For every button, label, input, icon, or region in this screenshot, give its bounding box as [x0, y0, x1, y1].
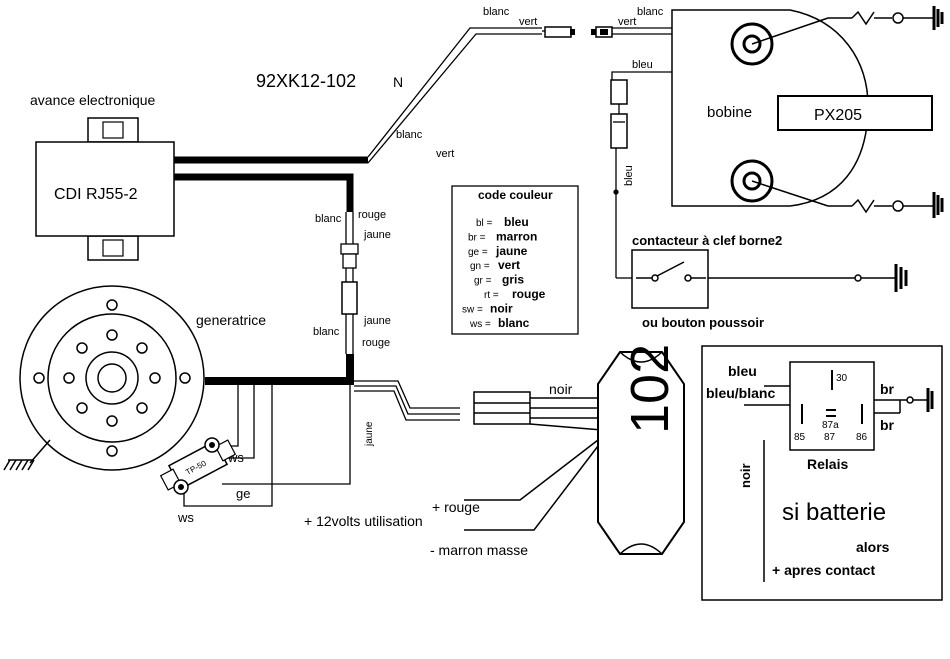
- wire-label-blanc-2: blanc: [637, 6, 664, 18]
- generator: [19, 285, 205, 471]
- legend-code-0: bl =: [476, 218, 493, 229]
- relay-box: [701, 345, 943, 601]
- relay-wire-br-1: br: [880, 381, 895, 397]
- wire-label-ws-2: ws: [177, 510, 194, 525]
- wire-label-jaune-1: jaune: [363, 229, 391, 241]
- cdi-generator-link: [340, 212, 359, 354]
- connector-pair-top: [544, 26, 613, 38]
- relay-wire-bleu: bleu: [728, 363, 757, 379]
- spark-plug-bottom: [828, 192, 944, 218]
- wire-label-rouge-1: rouge: [358, 209, 386, 221]
- output-ground: - marron masse: [430, 542, 528, 558]
- coil-feed-wires: [367, 27, 672, 164]
- legend-name-5: rouge: [512, 287, 546, 301]
- regulator-label: 102: [620, 344, 680, 434]
- spark-plug-top: [828, 6, 944, 30]
- legend-code-1: br =: [468, 232, 486, 243]
- generator-ground-icon: [3, 459, 35, 471]
- relay-pin-30: 30: [836, 373, 848, 384]
- cdi-name: CDI RJ55-2: [54, 186, 138, 203]
- push-button-label: ou bouton poussoir: [642, 315, 764, 330]
- wire-label-blanc-4: blanc: [315, 213, 342, 225]
- legend-code-7: ws =: [469, 319, 491, 330]
- legend-name-1: marron: [496, 229, 537, 243]
- diagram-reference-suffix: N: [393, 74, 403, 90]
- legend-name-2: jaune: [495, 244, 528, 258]
- generator-label: generatrice: [196, 312, 266, 328]
- relay-wire-noir: noir: [738, 463, 753, 488]
- legend-title: code couleur: [478, 188, 553, 202]
- relay-wire-br-2: br: [880, 417, 895, 433]
- output-plus: + rouge: [432, 499, 480, 515]
- wire-label-vert-3: vert: [436, 148, 454, 160]
- relay-pin-85: 85: [794, 432, 806, 443]
- legend-name-3: vert: [498, 258, 520, 272]
- generator-aux-wires: [183, 380, 460, 507]
- kill-wire: [610, 71, 672, 279]
- legend-code-5: rt =: [484, 290, 499, 301]
- wire-label-bleu-1: bleu: [632, 59, 653, 71]
- legend-rows: bl = bleu br = marron ge = jaune gn = vert gr = g…: [462, 215, 546, 330]
- wire-label-noir-1: noir: [549, 381, 573, 397]
- wire-label-jaune-2: jaune: [363, 315, 391, 327]
- wire-label-blanc-3: blanc: [396, 129, 423, 141]
- wire-label-vert-1: vert: [519, 16, 537, 28]
- cdi-unit: avance electronique CDI RJ55-2: [30, 92, 175, 261]
- wire-label-ge-1: ge: [236, 486, 250, 501]
- wire-label-jaune-3: jaune: [364, 421, 375, 447]
- output-12v: + 12volts utilisation: [304, 513, 423, 529]
- legend-name-4: gris: [502, 273, 524, 287]
- diagram-reference: 92XK12-102: [256, 71, 356, 91]
- battery-line-3: + apres contact: [772, 562, 875, 578]
- legend-name-6: noir: [490, 301, 513, 315]
- legend-name-7: blanc: [498, 316, 530, 330]
- battery-line-2: alors: [856, 539, 890, 555]
- wire-label-vert-2: vert: [618, 16, 636, 28]
- cdi-title: avance electronique: [30, 92, 156, 108]
- legend-code-3: gn =: [470, 261, 490, 272]
- wire-label-rouge-2: rouge: [362, 337, 390, 349]
- regulator-102: [464, 351, 685, 555]
- color-code-legend: code couleur bl = bleu br = marron ge = jaune…: [451, 185, 579, 335]
- wire-label-bleu-2: bleu: [623, 165, 635, 186]
- relay-pin-87: 87: [824, 432, 836, 443]
- legend-code-2: ge =: [468, 247, 488, 258]
- legend-name-0: bleu: [504, 215, 529, 229]
- coil-label: bobine: [707, 104, 752, 121]
- relay-pin-86: 86: [856, 432, 868, 443]
- key-switch: [631, 249, 908, 309]
- wire-label-blanc-5: blanc: [313, 326, 340, 338]
- legend-code-6: sw =: [462, 304, 483, 315]
- wire-label-blanc-1: blanc: [483, 6, 510, 18]
- relay-pin-87a: 87a: [822, 420, 839, 431]
- coil-model: PX205: [814, 107, 862, 124]
- relay-label: Relais: [807, 456, 848, 472]
- key-switch-label: contacteur à clef borne2: [632, 233, 782, 248]
- cdi-harness: [174, 156, 368, 385]
- battery-line-1: si batterie: [782, 499, 886, 526]
- ignition-coil: [671, 9, 933, 207]
- relay-wire-bleu-blanc: bleu/blanc: [706, 385, 775, 401]
- legend-code-4: gr =: [474, 276, 492, 287]
